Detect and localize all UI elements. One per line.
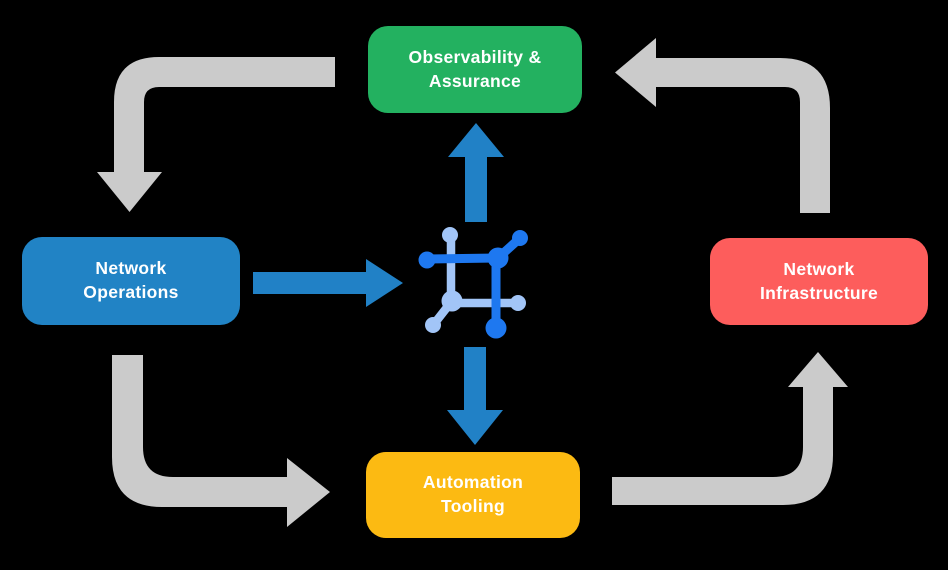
hub-arrows xyxy=(253,123,504,445)
arrow-operations-to-automation xyxy=(112,355,330,527)
node-network-infrastructure: Network Infrastructure xyxy=(710,238,928,325)
network-mesh-icon-dark-parts xyxy=(418,230,528,339)
node-label-line: Operations xyxy=(83,282,179,302)
node-label-line: Infrastructure xyxy=(760,282,878,303)
node-label-line: Assurance xyxy=(428,70,522,91)
network-mesh-icon-light-parts xyxy=(425,227,526,333)
cycle-arrows xyxy=(97,38,848,527)
node-label-line: Automation xyxy=(422,472,524,493)
arrow-operations-to-center xyxy=(253,259,403,307)
node-label-line: Network xyxy=(95,258,167,279)
arrow-infrastructure-to-observability xyxy=(615,38,830,213)
arrow-center-to-observability xyxy=(448,123,504,222)
node-label-line: Network xyxy=(783,258,855,279)
arrow-automation-to-infrastructure xyxy=(612,352,848,505)
node-observability-assurance: Observability & Assurance xyxy=(368,26,582,113)
arrow-observability-to-operations xyxy=(97,57,335,212)
arrow-center-to-automation xyxy=(447,347,503,445)
node-label-line: Observability & xyxy=(408,46,542,67)
node-label-line: Tooling xyxy=(441,496,505,516)
node-network-operations: Network Operations xyxy=(22,237,240,325)
network-mesh-icon xyxy=(418,227,528,339)
node-automation-tooling: Automation Tooling xyxy=(366,452,580,538)
